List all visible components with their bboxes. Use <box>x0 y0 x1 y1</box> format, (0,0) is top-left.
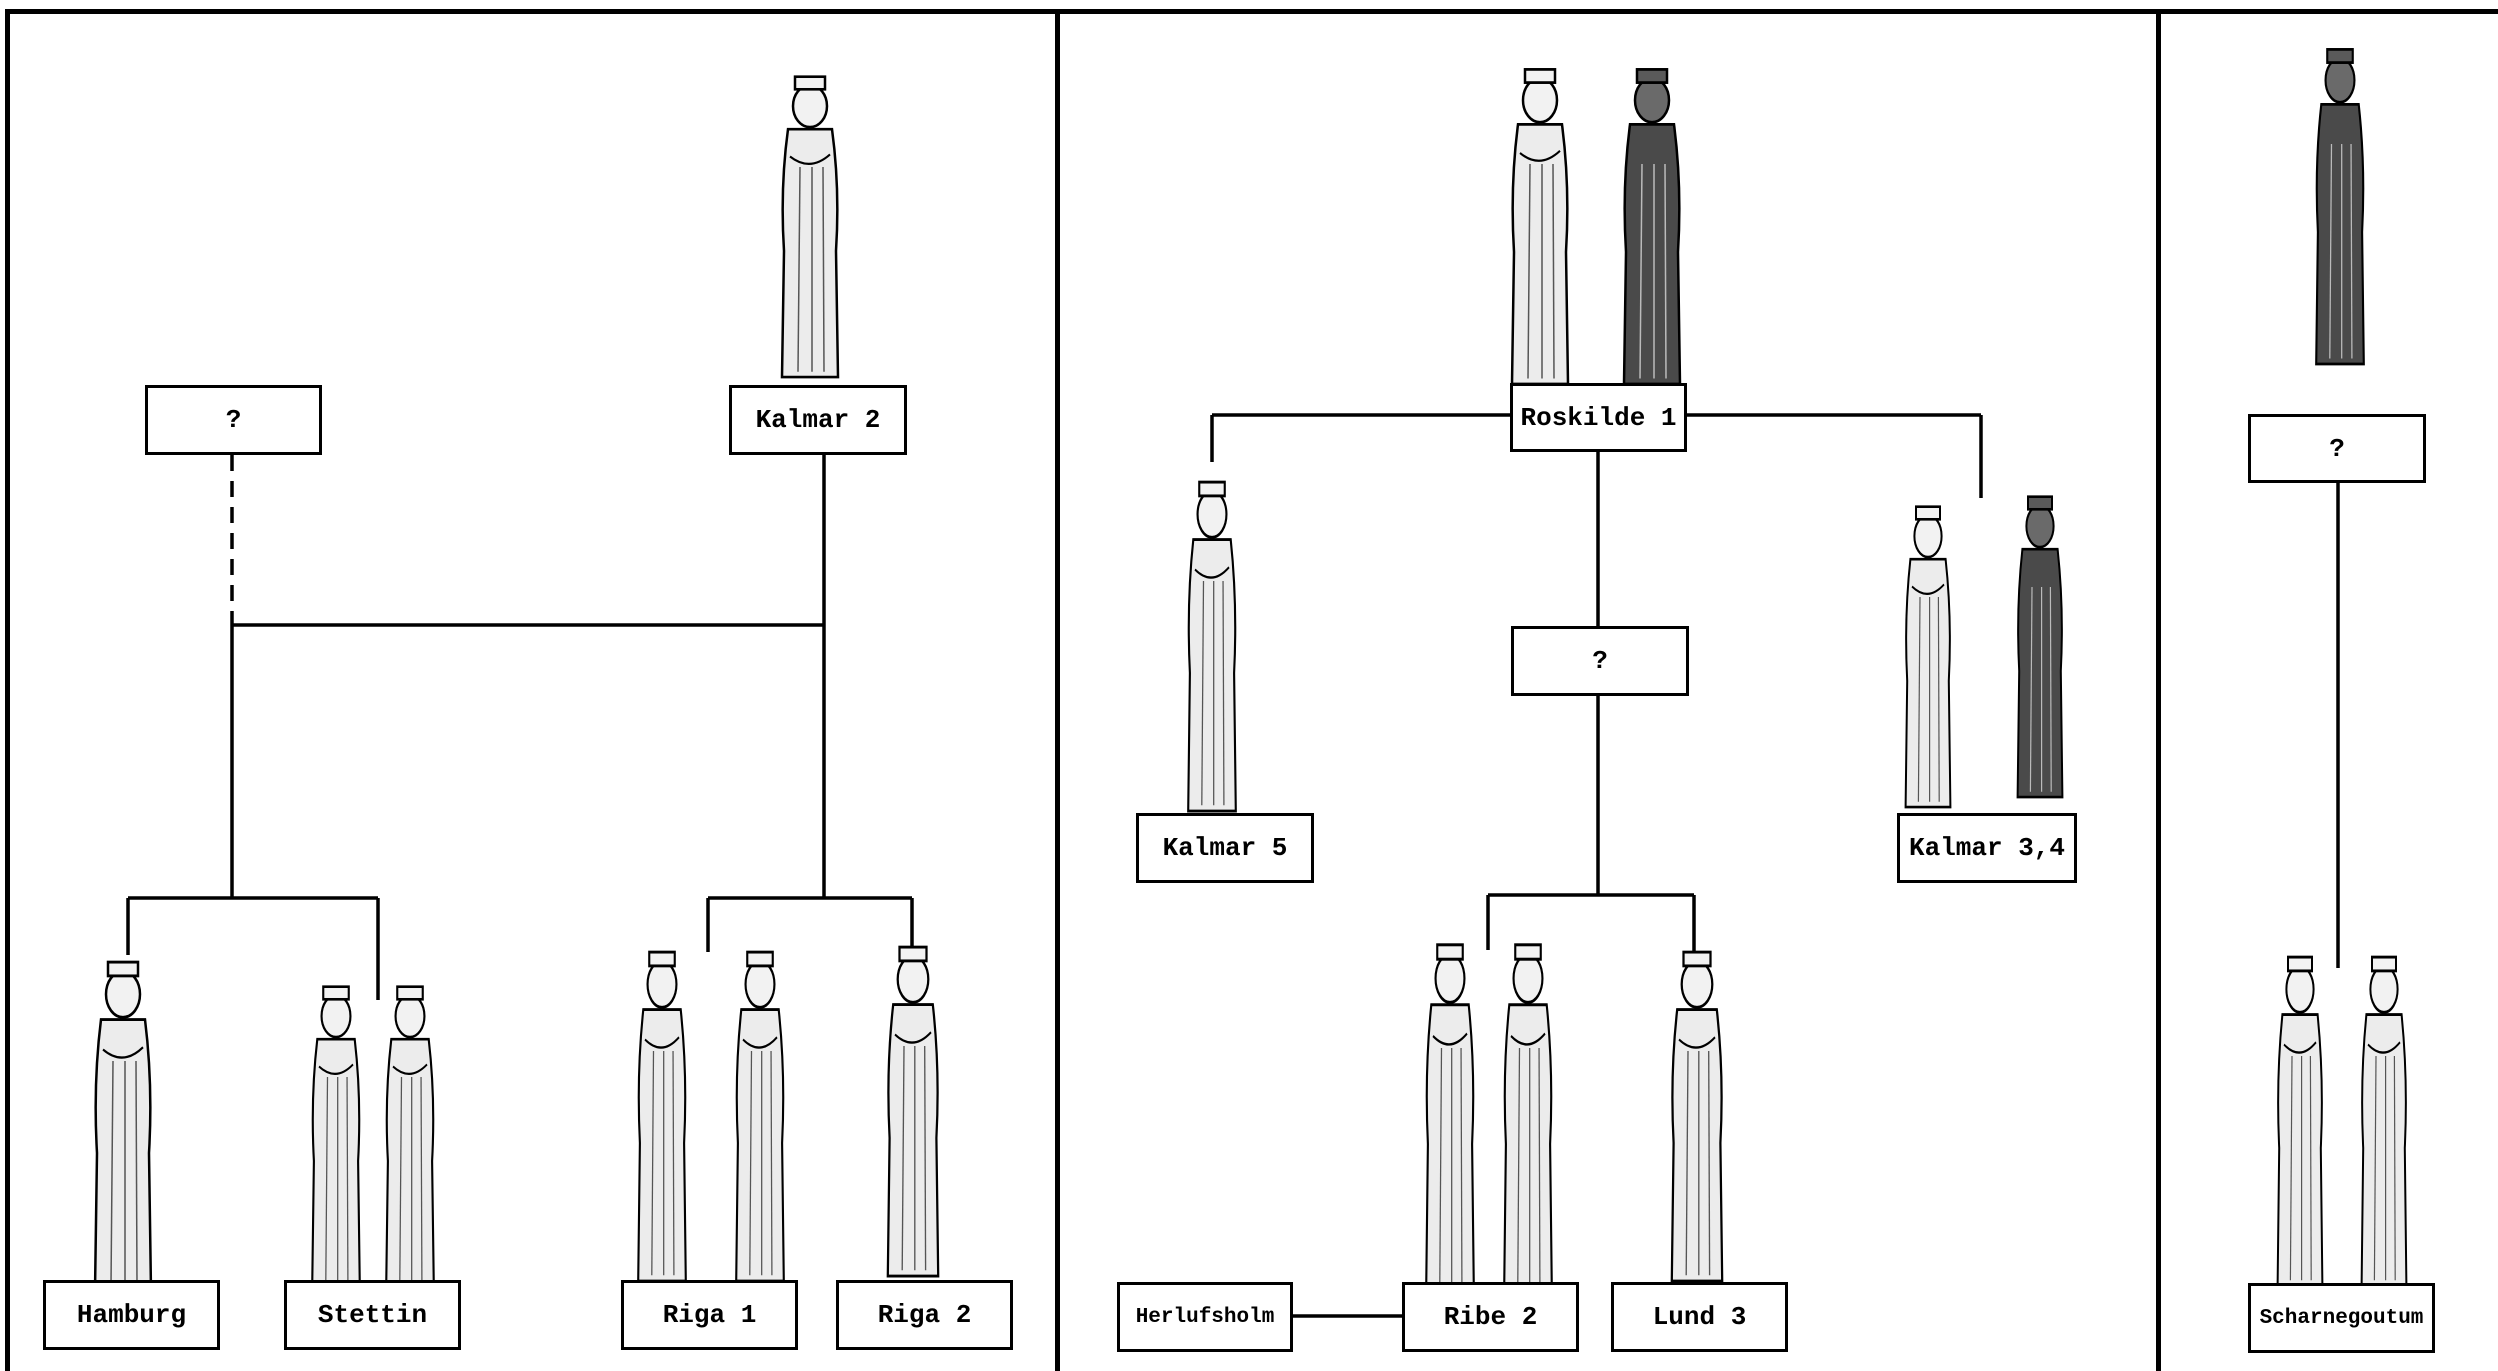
box-roskilde-1: Roskilde 1 <box>1510 383 1687 452</box>
figure-stettin-b <box>384 985 436 1289</box>
box-kalmar-5: Kalmar 5 <box>1136 813 1314 883</box>
figure-roskilde1-b <box>1622 68 1682 386</box>
box-riga-1: Riga 1 <box>621 1280 798 1350</box>
box-riga-2: Riga 2 <box>836 1280 1013 1350</box>
box-lund-3: Lund 3 <box>1611 1282 1788 1352</box>
figure-kalmar5 <box>1186 480 1238 813</box>
box-herlufsholm: Herlufsholm <box>1117 1282 1293 1352</box>
figure-scharnegoutum-a <box>2276 955 2324 1288</box>
box-hamburg: Hamburg <box>43 1280 220 1350</box>
figure-hamburg <box>93 960 153 1293</box>
box-kalmar-3-4: Kalmar 3,4 <box>1897 813 2077 883</box>
figure-roskilde1-a <box>1510 68 1570 386</box>
figure-kalmar34-b <box>2016 495 2064 799</box>
figure-stettin-a <box>310 985 362 1289</box>
panel-right <box>2156 9 2498 1371</box>
box-stettin: Stettin <box>284 1280 461 1350</box>
figure-lund3 <box>1670 950 1724 1283</box>
figure-kalmar2 <box>780 75 840 379</box>
box-unknown-left: ? <box>145 385 322 455</box>
figure-riga2 <box>886 945 940 1278</box>
box-scharnegoutum: Scharnegoutum <box>2248 1283 2435 1353</box>
figure-scharnegoutum-b <box>2360 955 2408 1288</box>
figure-riga1-a <box>636 950 688 1283</box>
figure-ribe2-a <box>1424 943 1476 1290</box>
box-kalmar-2: Kalmar 2 <box>729 385 907 455</box>
figure-riga1-b <box>734 950 786 1283</box>
figure-kalmar34-a <box>1904 505 1952 809</box>
figure-top-right <box>2314 48 2366 366</box>
figure-ribe2-b <box>1502 943 1554 1290</box>
box-ribe-2: Ribe 2 <box>1402 1282 1579 1352</box>
box-unknown-right: ? <box>2248 414 2426 483</box>
box-unknown-middle: ? <box>1511 626 1689 696</box>
